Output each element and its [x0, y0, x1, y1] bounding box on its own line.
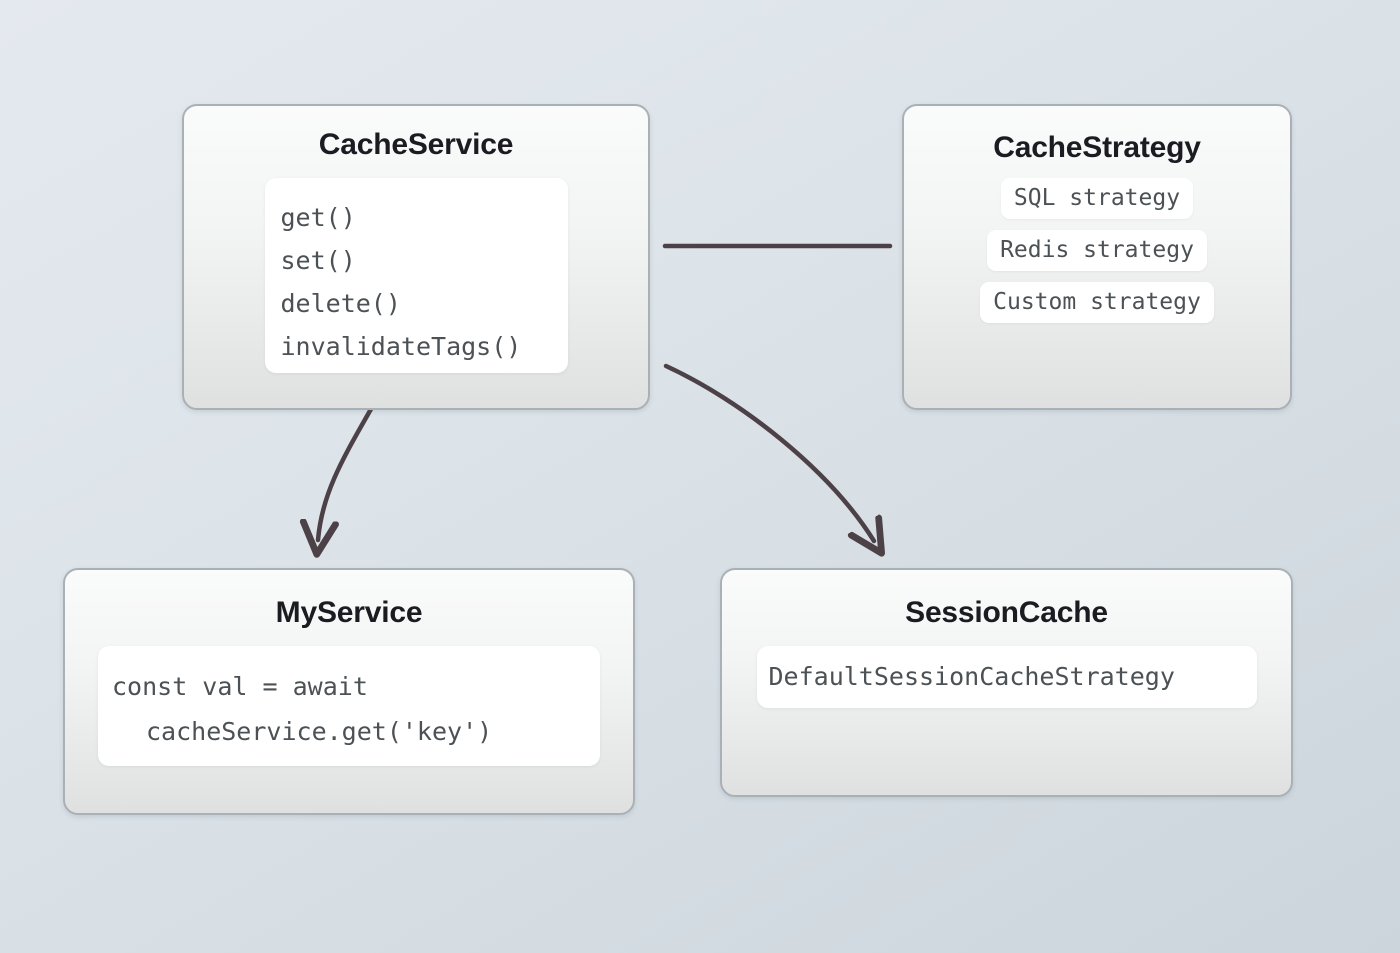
node-title-my-service: MyService: [275, 596, 423, 629]
strategy-chip-row: Redis strategy: [904, 230, 1290, 271]
node-my-service[interactable]: MyService const val = await cacheService…: [63, 568, 635, 815]
node-title-cache-service: CacheService: [318, 128, 514, 161]
node-title-session-cache: SessionCache: [905, 596, 1108, 629]
strategy-chip[interactable]: Redis strategy: [987, 230, 1207, 271]
edge-cache-service-my-service: [318, 406, 374, 540]
method-item: invalidateTags(): [280, 332, 522, 361]
node-session-cache[interactable]: SessionCache DefaultSessionCacheStrategy: [720, 568, 1293, 797]
strategy-chip-row: SQL strategy: [904, 178, 1290, 219]
node-cache-strategy[interactable]: CacheStrategy SQL strategy Redis strateg…: [902, 104, 1292, 410]
code-line: cacheService.get('key'): [146, 717, 493, 746]
node-title-cache-strategy: CacheStrategy: [993, 131, 1201, 164]
strategy-chip-row: Custom strategy: [904, 282, 1290, 323]
method-item: get(): [280, 203, 356, 232]
strategy-chip-list: SQL strategy Redis strategy Custom strat…: [904, 178, 1290, 323]
code-snippet-my-service: const val = await cacheService.get('key'…: [98, 646, 600, 766]
strategy-chip[interactable]: SQL strategy: [1000, 178, 1194, 219]
code-line: const val = await: [112, 672, 368, 701]
method-list-cache-service: get() set() delete() invalidateTags(): [264, 178, 568, 373]
method-item: set(): [280, 246, 356, 275]
method-item: delete(): [280, 289, 401, 318]
code-line: DefaultSessionCacheStrategy: [768, 662, 1175, 691]
strategy-box-session-cache: DefaultSessionCacheStrategy: [756, 646, 1257, 708]
strategy-chip[interactable]: Custom strategy: [980, 282, 1214, 323]
node-cache-service[interactable]: CacheService get() set() delete() invali…: [182, 104, 650, 410]
edge-cache-service-session-cache: [663, 363, 874, 541]
